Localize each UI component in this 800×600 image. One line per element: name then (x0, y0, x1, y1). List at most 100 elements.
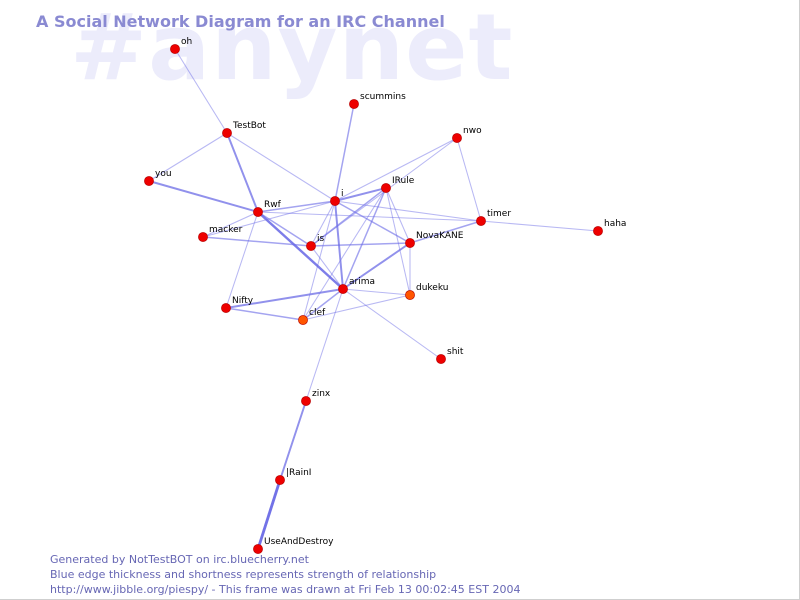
node-Rwf: Rwf (253, 200, 282, 217)
node-label-NovaKANE: NovaKANE (416, 231, 464, 241)
node-arima: arima (338, 277, 375, 294)
edge-Nifty-clef (225, 307, 304, 321)
node-zinx: zinx (301, 389, 331, 406)
node-nwo: nwo (452, 126, 482, 143)
edge-i-clef (302, 200, 336, 321)
edge-is-arima (310, 245, 344, 290)
node-label-macker: macker (209, 225, 243, 235)
edge-IRainI-UseAndDestroy (256, 479, 282, 550)
node-label-you: you (155, 169, 172, 179)
edge-arima-clef (302, 288, 344, 321)
edge-Rwf-macker (202, 211, 259, 238)
node-dot-Nifty (221, 303, 231, 313)
node-label-dukeku: dukeku (416, 283, 448, 293)
edge-IRule-is (310, 187, 387, 247)
node-dot-clef (298, 315, 308, 325)
edge-i-is (310, 200, 336, 247)
footer-generated-by: Generated by NotTestBOT on irc.bluecherr… (50, 553, 309, 566)
node-dot-haha (593, 226, 603, 236)
node-dot-nwo (452, 133, 462, 143)
node-label-IRule: IRule (392, 176, 415, 186)
node-label-TestBot: TestBot (232, 121, 266, 131)
edge-timer-NovaKANE (409, 220, 482, 244)
node-dot-TestBot (222, 128, 232, 138)
node-shit: shit (436, 347, 464, 364)
node-macker: macker (198, 225, 243, 242)
edge-nwo-i (334, 137, 458, 202)
edge-NovaKANE-arima (342, 242, 411, 290)
node-dot-arima (338, 284, 348, 294)
edge-i-Rwf (257, 200, 336, 213)
node-label-haha: haha (604, 219, 626, 229)
edge-layer (148, 48, 599, 550)
node-dot-is (306, 241, 316, 251)
node-scummins: scummins (349, 92, 406, 109)
node-is: is (306, 234, 325, 251)
node-dot-IRule (381, 183, 391, 193)
node-label-IRainI: |RainI (286, 468, 311, 478)
node-label-shit: shit (447, 347, 464, 357)
edge-timer-i (334, 200, 482, 222)
node-label-timer: timer (487, 209, 511, 219)
edge-timer-Rwf (257, 211, 482, 222)
node-dot-IRainI (275, 475, 285, 485)
edge-i-NovaKANE (334, 200, 411, 244)
node-label-oh: oh (181, 37, 192, 47)
node-label-scummins: scummins (360, 92, 406, 102)
edge-Rwf-arima (257, 211, 344, 290)
node-label-Rwf: Rwf (264, 200, 282, 210)
node-label-i: i (341, 189, 344, 199)
node-dot-UseAndDestroy (253, 544, 263, 554)
node-dot-zinx (301, 396, 311, 406)
node-dot-macker (198, 232, 208, 242)
edge-TestBot-you (148, 132, 228, 182)
node-label-nwo: nwo (463, 126, 482, 136)
node-timer: timer (476, 209, 511, 226)
node-dot-NovaKANE (405, 238, 415, 248)
channel-watermark: #anynet (70, 0, 514, 101)
edge-TestBot-i (226, 132, 336, 202)
node-IRule: IRule (381, 176, 415, 193)
node-TestBot: TestBot (222, 121, 266, 138)
edge-oh-TestBot (174, 48, 228, 134)
node-dot-timer (476, 216, 486, 226)
edge-IRule-dukeku (385, 187, 411, 296)
node-label-arima: arima (349, 277, 375, 287)
edge-IRule-NovaKANE (385, 187, 411, 244)
footer: Generated by NotTestBOT on irc.bluecherr… (50, 552, 520, 597)
node-dot-oh (170, 44, 180, 54)
node-NovaKANE: NovaKANE (405, 231, 464, 248)
node-you: you (144, 169, 172, 186)
edge-Rwf-Nifty (225, 211, 259, 309)
edge-macker-is (202, 236, 312, 247)
edge-arima-shit (342, 288, 442, 360)
node-IRainI: |RainI (275, 468, 311, 485)
node-dot-Rwf (253, 207, 263, 217)
diagram-title: A Social Network Diagram for an IRC Chan… (36, 12, 445, 31)
node-label-zinx: zinx (312, 389, 331, 399)
node-dot-shit (436, 354, 446, 364)
node-label-Nifty: Nifty (232, 296, 254, 306)
node-Nifty: Nifty (221, 296, 254, 313)
edge-scummins-i (334, 103, 355, 202)
edge-clef-dukeku (302, 294, 411, 321)
edge-IRule-arima (342, 187, 387, 290)
footer-source-line: http://www.jibble.org/piespy/ - This fra… (50, 583, 521, 596)
node-UseAndDestroy: UseAndDestroy (253, 537, 334, 554)
edge-is-NovaKANE (310, 242, 411, 247)
node-oh: oh (170, 37, 192, 54)
node-i: i (330, 189, 344, 206)
node-dot-i (330, 196, 340, 206)
edge-clef-IRule (302, 187, 387, 321)
edge-TestBot-Rwf (226, 132, 259, 213)
edge-arima-Nifty (225, 288, 344, 309)
edge-timer-haha (480, 220, 599, 232)
node-dot-you (144, 176, 154, 186)
node-label-is: is (317, 234, 325, 244)
node-dot-dukeku (405, 290, 415, 300)
node-label-UseAndDestroy: UseAndDestroy (264, 537, 334, 547)
edge-Rwf-is (257, 211, 312, 247)
